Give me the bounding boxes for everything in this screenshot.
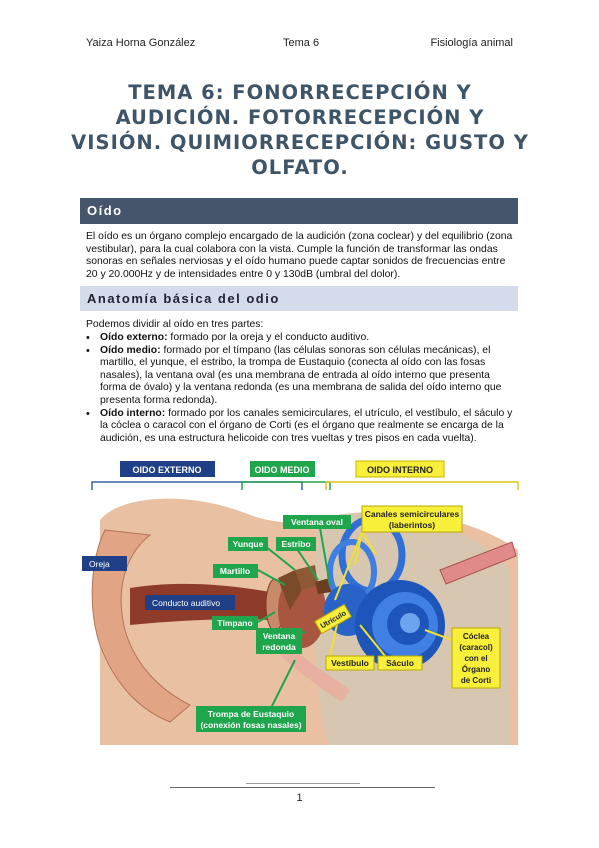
- label-yunque: Yunque: [233, 539, 264, 549]
- label-coclea-line2: (caracol): [459, 643, 493, 652]
- ear-anatomy-figure: OIDO EXTERNO OIDO MEDIO OIDO INTERNO: [82, 460, 519, 745]
- label-ventana-oval-box: [283, 515, 351, 529]
- region-external-box: [120, 461, 215, 477]
- label-ventana-redonda-line2: redonda: [262, 642, 296, 652]
- anatomia-intro: Podemos dividir al oído en tres partes:: [86, 319, 264, 330]
- label-oreja: Oreja: [89, 559, 110, 569]
- list-item-term: Oído interno:: [100, 407, 166, 419]
- label-canales-line2: (laberintos): [389, 520, 435, 530]
- page-number: 1: [296, 792, 303, 804]
- bracket-internal: [325, 481, 519, 490]
- header-author: Yaiza Horna González: [86, 37, 196, 49]
- label-timpano: Tímpano: [217, 618, 252, 628]
- list-item-text: formado por los canales semicirculares, …: [100, 407, 513, 444]
- document-title: TEMA 6: FONORRECEPCIÓN Y AUDICIÓN. FOTOR…: [71, 81, 529, 179]
- label-canales-line1: Canales semicirculares: [365, 509, 460, 519]
- label-martillo-box: [213, 564, 258, 578]
- outer-ear-shape: [91, 529, 191, 723]
- label-coclea-line3: con el: [464, 654, 487, 663]
- header-subject: Fisiología animal: [430, 37, 513, 49]
- label-trompa-line1: Trompa de Eustaquio: [208, 709, 294, 719]
- label-trompa-box: [196, 706, 306, 732]
- label-estribo: Estribo: [281, 539, 310, 549]
- cochlea-turn-3: [400, 613, 420, 633]
- section-heading-anatomia: Anatomía básica del odio: [80, 286, 518, 311]
- bracket-middle: [241, 481, 331, 490]
- label-coclea-box: [451, 627, 501, 689]
- label-saculo-box: [377, 655, 423, 671]
- hammer-shape: [278, 570, 302, 610]
- label-timpano-box: [212, 616, 258, 630]
- stirrup-shape: [315, 578, 332, 594]
- label-saculo: Sáculo: [386, 658, 414, 668]
- list-item: Oído externo: formado por la oreja y el …: [86, 332, 518, 345]
- oido-paragraph: El oído es un órgano complejo encargado …: [86, 231, 513, 280]
- label-estribo-box: [276, 537, 316, 551]
- label-ventana-oval: Ventana oval: [291, 517, 343, 527]
- label-coclea-line5: de Corti: [461, 676, 491, 685]
- list-item-text: formado por la oreja y el conducto audit…: [167, 332, 370, 343]
- region-middle-box: [250, 461, 315, 477]
- region-internal-box: [355, 460, 445, 478]
- region-internal-label: OIDO INTERNO: [367, 465, 433, 475]
- label-trompa-line2: (conexión fosas nasales): [200, 720, 301, 730]
- region-external-label: OIDO EXTERNO: [132, 465, 201, 475]
- label-martillo: Martillo: [220, 566, 250, 576]
- section-heading-oido-text: Oído: [87, 203, 123, 218]
- footer-rule: [170, 787, 435, 788]
- bracket-external: [91, 481, 303, 490]
- label-coclea-line4: Órgano: [462, 665, 491, 674]
- list-item-term: Oído externo:: [100, 332, 168, 343]
- section-heading-anatomia-text: Anatomía básica del odio: [87, 291, 280, 306]
- eustachian-tube-shape: [280, 645, 350, 702]
- label-ventana-redonda-line1: Ventana: [263, 631, 296, 641]
- label-vestibulo-box: [325, 655, 375, 671]
- label-conducto: Conducto auditivo: [152, 598, 220, 608]
- label-ventana-redonda-box: [256, 628, 302, 654]
- header-topic: Tema 6: [283, 37, 320, 49]
- label-yunque-box: [228, 537, 268, 551]
- list-item: Oído interno: formado por los canales se…: [86, 408, 518, 446]
- label-utriculo-box: [314, 603, 352, 635]
- auditory-nerve-shape: [439, 541, 517, 585]
- label-oreja-box: [82, 556, 127, 571]
- label-canales-box: [361, 505, 463, 533]
- list-item-text: formado por el tímpano (las células sono…: [100, 344, 502, 406]
- list-item: Oído medio: formado por el tímpano (las …: [86, 345, 518, 408]
- footer-short-rule: [246, 783, 360, 784]
- ear-parts-list: Oído externo: formado por la oreja y el …: [86, 332, 518, 445]
- label-vestibulo: Vestíbulo: [331, 658, 369, 668]
- label-conducto-box: [145, 595, 235, 610]
- section-heading-oido: Oído: [80, 198, 518, 224]
- pointer-lines-yellow: [329, 531, 453, 657]
- region-middle-label: OIDO MEDIO: [254, 465, 309, 475]
- label-coclea-line1: Cóclea: [463, 632, 490, 641]
- list-item-term: Oído medio:: [100, 344, 161, 356]
